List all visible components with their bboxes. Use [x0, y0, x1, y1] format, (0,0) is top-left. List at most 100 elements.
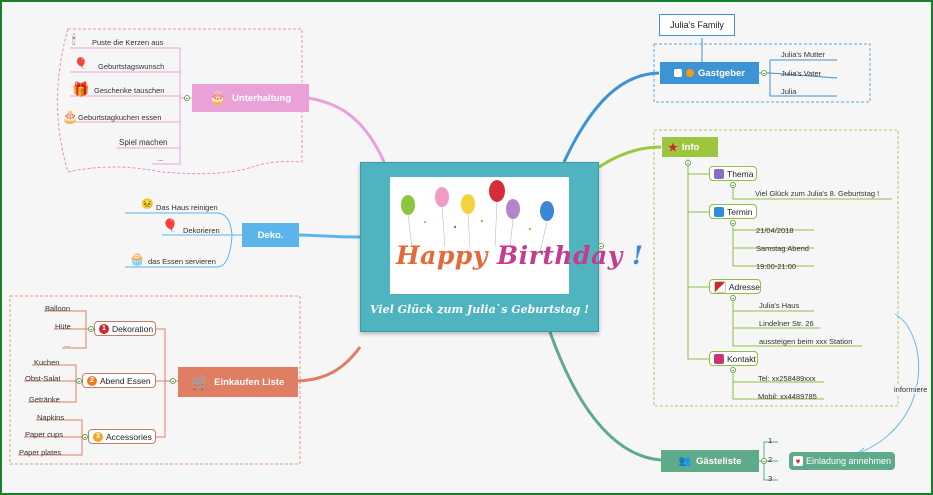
list-item: Tel: xx258489xxx [758, 374, 816, 383]
list-item: 1 [768, 436, 773, 445]
einladung-label: Einladung annehmen [806, 456, 892, 466]
list-item: ... [157, 154, 164, 163]
einkaufen-boundary [9, 295, 301, 465]
section-thema[interactable]: Thema [709, 166, 757, 181]
topic-unterhaltung-label: Unterhaltung [232, 92, 292, 104]
section-termin[interactable]: Termin [709, 204, 757, 219]
cupcake-icon: 🧁 [129, 251, 146, 266]
topic-gastgeber-label: Gastgeber [698, 67, 745, 79]
branch-gastgeber [562, 71, 660, 163]
callout-label: Julia's Family [670, 20, 724, 30]
thema-collapse-toggle[interactable] [730, 182, 736, 188]
list-item: Paper plates [19, 448, 62, 457]
group-abend-essen[interactable]: 2 Abend Essen [82, 373, 156, 388]
list-item: Das Haus reinigen [156, 203, 218, 212]
list-item: Geburtstagkuchen essen [78, 113, 162, 122]
list-item: Mobil: xx4489785 [758, 392, 817, 401]
topic-deko[interactable]: Deko. [242, 223, 299, 247]
group-label: Accessories [106, 431, 152, 442]
gift-icon: 🎁 [72, 81, 90, 97]
topic-info[interactable]: ★ Info [662, 137, 718, 157]
info-collapse-toggle[interactable] [685, 160, 691, 166]
unterhaltung-collapse-toggle[interactable] [184, 95, 190, 101]
list-item: 19:00-21:00 [756, 262, 797, 271]
topic-info-label: Info [681, 141, 700, 153]
calendar-icon [714, 206, 724, 217]
section-label: Adresse [728, 281, 760, 292]
section-adresse[interactable]: Adresse [709, 279, 761, 294]
relation-label: informiere [894, 385, 928, 394]
section-kontakt[interactable]: Kontakt [709, 351, 758, 366]
host-badge-icon [686, 69, 694, 77]
topic-einkaufen[interactable]: 🛒 Einkaufen Liste [178, 367, 298, 397]
branch-einkaufen [297, 346, 362, 383]
gastgeber-collapse-toggle[interactable] [761, 70, 767, 76]
list-item: Julia's Mutter [781, 50, 825, 59]
adresse-collapse-toggle[interactable] [730, 295, 736, 301]
happy-word: Happy [396, 241, 488, 270]
happy-birthday-lettering: Happy Birthday ! [396, 241, 643, 270]
list-item: Spiel machen [119, 138, 168, 147]
heart-icon: ♥ [793, 456, 803, 466]
flag-icon [714, 280, 726, 293]
abend-essen-collapse-toggle[interactable] [76, 378, 82, 384]
phone-icon [714, 353, 724, 364]
star-icon: ★ [668, 141, 678, 154]
list-item: Lindelner Str. 26 [759, 319, 814, 328]
list-item: Viel Glück zum Julia's 8. Geburtstag ! [755, 189, 880, 198]
birthday-card-image: Happy Birthday ! [390, 177, 643, 294]
list-item: Getränke [29, 395, 60, 404]
balloons-icon: 🎈 [162, 218, 179, 233]
central-collapse-toggle[interactable] [598, 243, 604, 249]
einkaufen-collapse-toggle[interactable] [170, 378, 176, 384]
group-accessories[interactable]: 3 Accessories [88, 429, 156, 444]
list-item: Julia's Vater [781, 69, 822, 78]
group-dekoration[interactable]: 1 Dekoration [94, 321, 156, 336]
pencil-icon [714, 168, 724, 179]
kontakt-collapse-toggle[interactable] [730, 367, 736, 373]
group-label: Dekoration [112, 323, 154, 334]
balloons-illustration [401, 180, 554, 253]
list-item: Kuchen [34, 358, 60, 367]
relation-arrow [856, 313, 920, 455]
list-item: Napkins [37, 413, 65, 422]
list-item: aussteigen beim xxx Station [759, 337, 853, 346]
list-item: Geburtstagswunsch [98, 62, 165, 71]
topic-deko-label: Deko. [257, 229, 284, 241]
topic-gaesteliste-label: Gästeliste [696, 455, 742, 467]
section-label: Termin [727, 206, 753, 217]
group-users-icon: 👥 [678, 455, 692, 467]
node-einladung-annehmen[interactable]: ♥ Einladung annehmen [789, 452, 895, 470]
list-item: Samstag Abend [756, 244, 809, 253]
gaesteliste-collapse-toggle[interactable] [761, 458, 767, 464]
list-item: 3 [768, 474, 773, 483]
cake-icon: 🎂 [62, 109, 79, 124]
list-item: das Essen servieren [148, 257, 216, 266]
list-item: Obst-Salat [25, 374, 61, 383]
central-topic[interactable]: Happy Birthday ! Viel Glück zum Julia`s … [360, 162, 643, 332]
dekoration-collapse-toggle[interactable] [88, 326, 94, 332]
topic-gaesteliste[interactable]: 👥 Gästeliste [661, 450, 759, 472]
bang-mark: ! [631, 241, 644, 270]
list-item: Geschenke tauschen [94, 86, 165, 95]
topic-unterhaltung[interactable]: 🎂 Unterhaltung [192, 84, 309, 112]
face-icon: 😣 [141, 199, 154, 210]
topic-gastgeber[interactable]: Gastgeber [660, 62, 759, 84]
balloons-icon: 🎈 [74, 58, 88, 70]
section-label: Kontakt [727, 353, 756, 364]
host-user-icon [674, 69, 682, 77]
list-item: 2 [768, 455, 773, 464]
number-1-icon: 1 [99, 323, 109, 334]
termin-collapse-toggle[interactable] [730, 220, 736, 226]
list-item: Paper cups [25, 430, 63, 439]
shopping-cart-icon: 🛒 [191, 373, 210, 390]
central-caption: Viel Glück zum Julia`s Geburtstag ! [370, 303, 589, 316]
branch-info [598, 145, 662, 169]
callout-julias-family[interactable]: Julia's Family [659, 14, 735, 36]
list-item: Puste die Kerzen aus [92, 38, 164, 47]
info-boundary [653, 129, 899, 407]
accessories-collapse-toggle[interactable] [82, 434, 88, 440]
list-item: Julia's Haus [759, 301, 800, 310]
